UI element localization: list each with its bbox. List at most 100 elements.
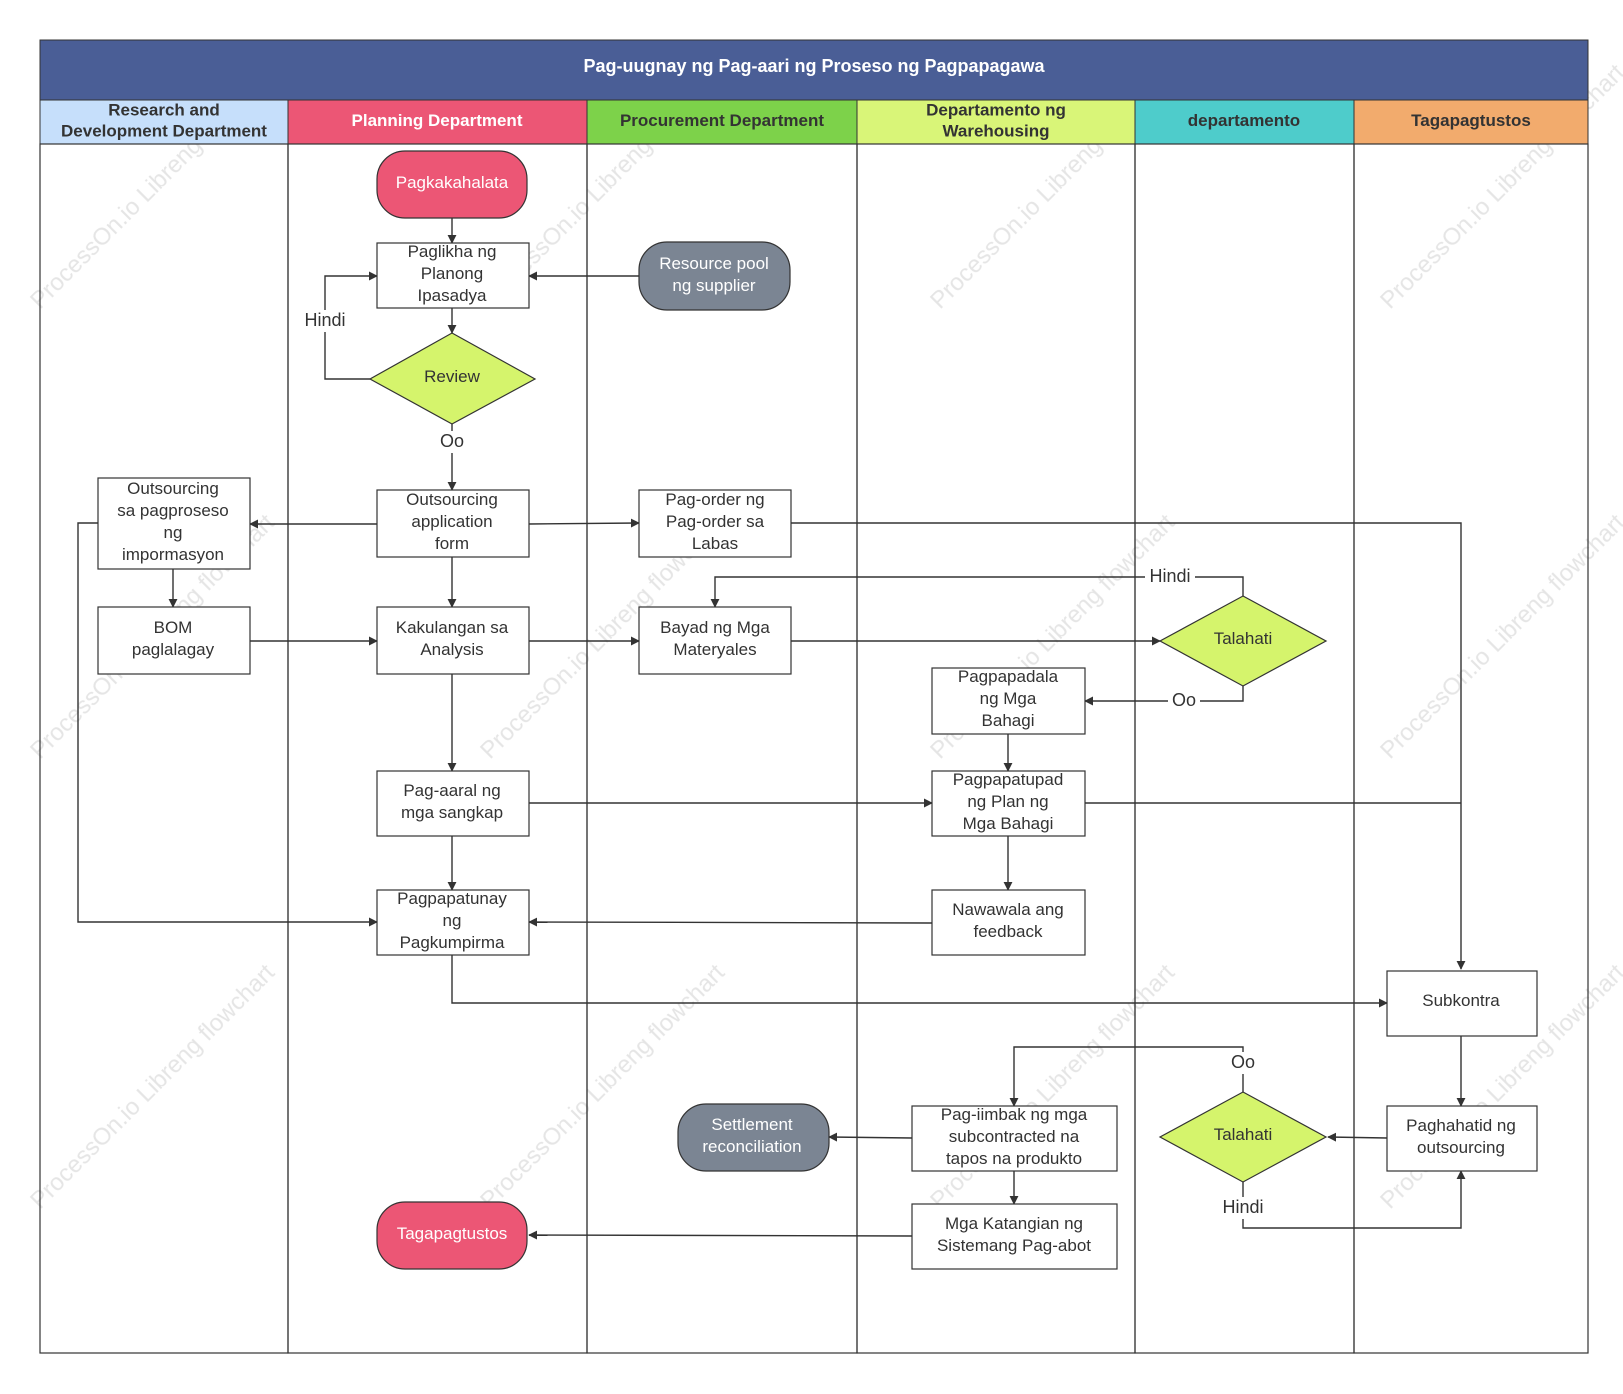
text-line: Nawawala ang (952, 900, 1064, 919)
node-talahati-1[interactable]: Talahati (1158, 595, 1328, 687)
node-talahati-2[interactable]: Talahati (1158, 1091, 1328, 1183)
text-line: reconciliation (702, 1137, 801, 1156)
node-delivery-system[interactable]: Mga Katangian ng Sistemang Pag-abot (911, 1203, 1118, 1270)
text-line: Pagpapatupad (953, 770, 1064, 789)
text-line: Ipasadya (418, 286, 488, 305)
process-shape (911, 1105, 1118, 1172)
node-review[interactable]: Review (368, 332, 537, 425)
decision-shape (368, 332, 537, 425)
node-resource-pool[interactable]: Resource pool ng supplier (638, 241, 791, 311)
lane-header-bg (1134, 99, 1355, 145)
text-line: Mga Katangian ng (945, 1214, 1083, 1233)
terminal-shape (677, 1103, 830, 1172)
process-shape (911, 1203, 1118, 1270)
process-shape (931, 889, 1086, 956)
watermark: ProcessOn.io Libreng flowchart (25, 959, 280, 1214)
text-line: Planong (421, 264, 483, 283)
text-line: outsourcing (1417, 1138, 1505, 1157)
text-line: Research and (108, 101, 220, 120)
edge-feedback-to-confirm (528, 917, 933, 927)
node-start[interactable]: Pagkakahalata (376, 150, 528, 219)
text-line: Planning Department (352, 111, 523, 130)
process-shape (1386, 1105, 1538, 1172)
node-settlement[interactable]: Settlement reconciliation (677, 1103, 830, 1172)
node-end[interactable]: Tagapagtustos (376, 1201, 528, 1270)
text-line: Settlement (711, 1115, 793, 1134)
lane-body (586, 143, 858, 1354)
node-label: Talahati (1214, 629, 1273, 648)
node-label: Mga Katangian ng Sistemang Pag-abot (937, 1214, 1091, 1255)
text-line: Pag-iimbak ng mga (941, 1105, 1088, 1124)
edge-label-bg (1145, 566, 1195, 588)
connectors (77, 218, 1466, 1240)
text-line: Tagapagtustos (397, 1224, 508, 1243)
text-line: application (411, 512, 492, 531)
edge-label-hindi: Hindi (1149, 566, 1190, 586)
lane-body (856, 143, 1136, 1354)
text-line: Tagapagtustos (1411, 111, 1531, 130)
text-line: subcontracted na (949, 1127, 1080, 1146)
edge-label-hindi: Hindi (304, 310, 345, 330)
node-label: Talahati (1214, 1125, 1273, 1144)
text-line: Resource pool (659, 254, 769, 273)
lane-header-label: Planning Department (352, 111, 523, 130)
lane-header-2: Planning Department (287, 99, 588, 145)
text-line: Pagpapatunay (397, 889, 507, 908)
text-line: Pag-order ng (665, 490, 764, 509)
edge-confirm-to-subcontract (451, 955, 1388, 1008)
process-shape (376, 606, 530, 675)
edge-label-bg (1218, 1197, 1268, 1219)
process-shape (376, 489, 530, 558)
text-line: Review (424, 367, 480, 386)
node-label: Pagkakahalata (396, 173, 509, 192)
text-line: Bayad ng Mga (660, 618, 770, 637)
text-line: Outsourcing (406, 490, 498, 509)
node-label: Tagapagtustos (397, 1224, 508, 1243)
text-line: Mga Bahagi (963, 814, 1054, 833)
edge-label-oo: Oo (1231, 1052, 1255, 1072)
node-label: Resource pool ng supplier (659, 254, 769, 295)
node-label: Settlement reconciliation (702, 1115, 801, 1156)
process-shape (638, 606, 792, 675)
node-subcontract[interactable]: Subkontra (1386, 970, 1538, 1037)
text-line: form (435, 534, 469, 553)
lane-header-label: departamento (1188, 111, 1300, 130)
edge-label-oo: Oo (1172, 690, 1196, 710)
terminal-shape (376, 1201, 528, 1270)
watermark-layer: ProcessOn.io Libreng flowchart ProcessOn… (25, 59, 1623, 1214)
edge-talahati1-yes (1084, 686, 1244, 706)
lane-header-3: Procurement Department (586, 99, 858, 145)
text-line: Sistemang Pag-abot (937, 1236, 1091, 1255)
edge-labels: Hindi Oo Hindi Oo Oo Hindi (302, 310, 1268, 1219)
text-line: ng supplier (672, 276, 756, 295)
node-outsourcing-form[interactable]: Outsourcing application form (376, 489, 530, 558)
edge-system-to-end (528, 1230, 913, 1240)
lane-body (1353, 143, 1589, 1354)
text-line: Pagpapadala (958, 667, 1059, 686)
text-line: Pag-aaral ng (403, 781, 500, 800)
process-shape (1386, 970, 1538, 1037)
lane-header-bg (287, 99, 588, 145)
